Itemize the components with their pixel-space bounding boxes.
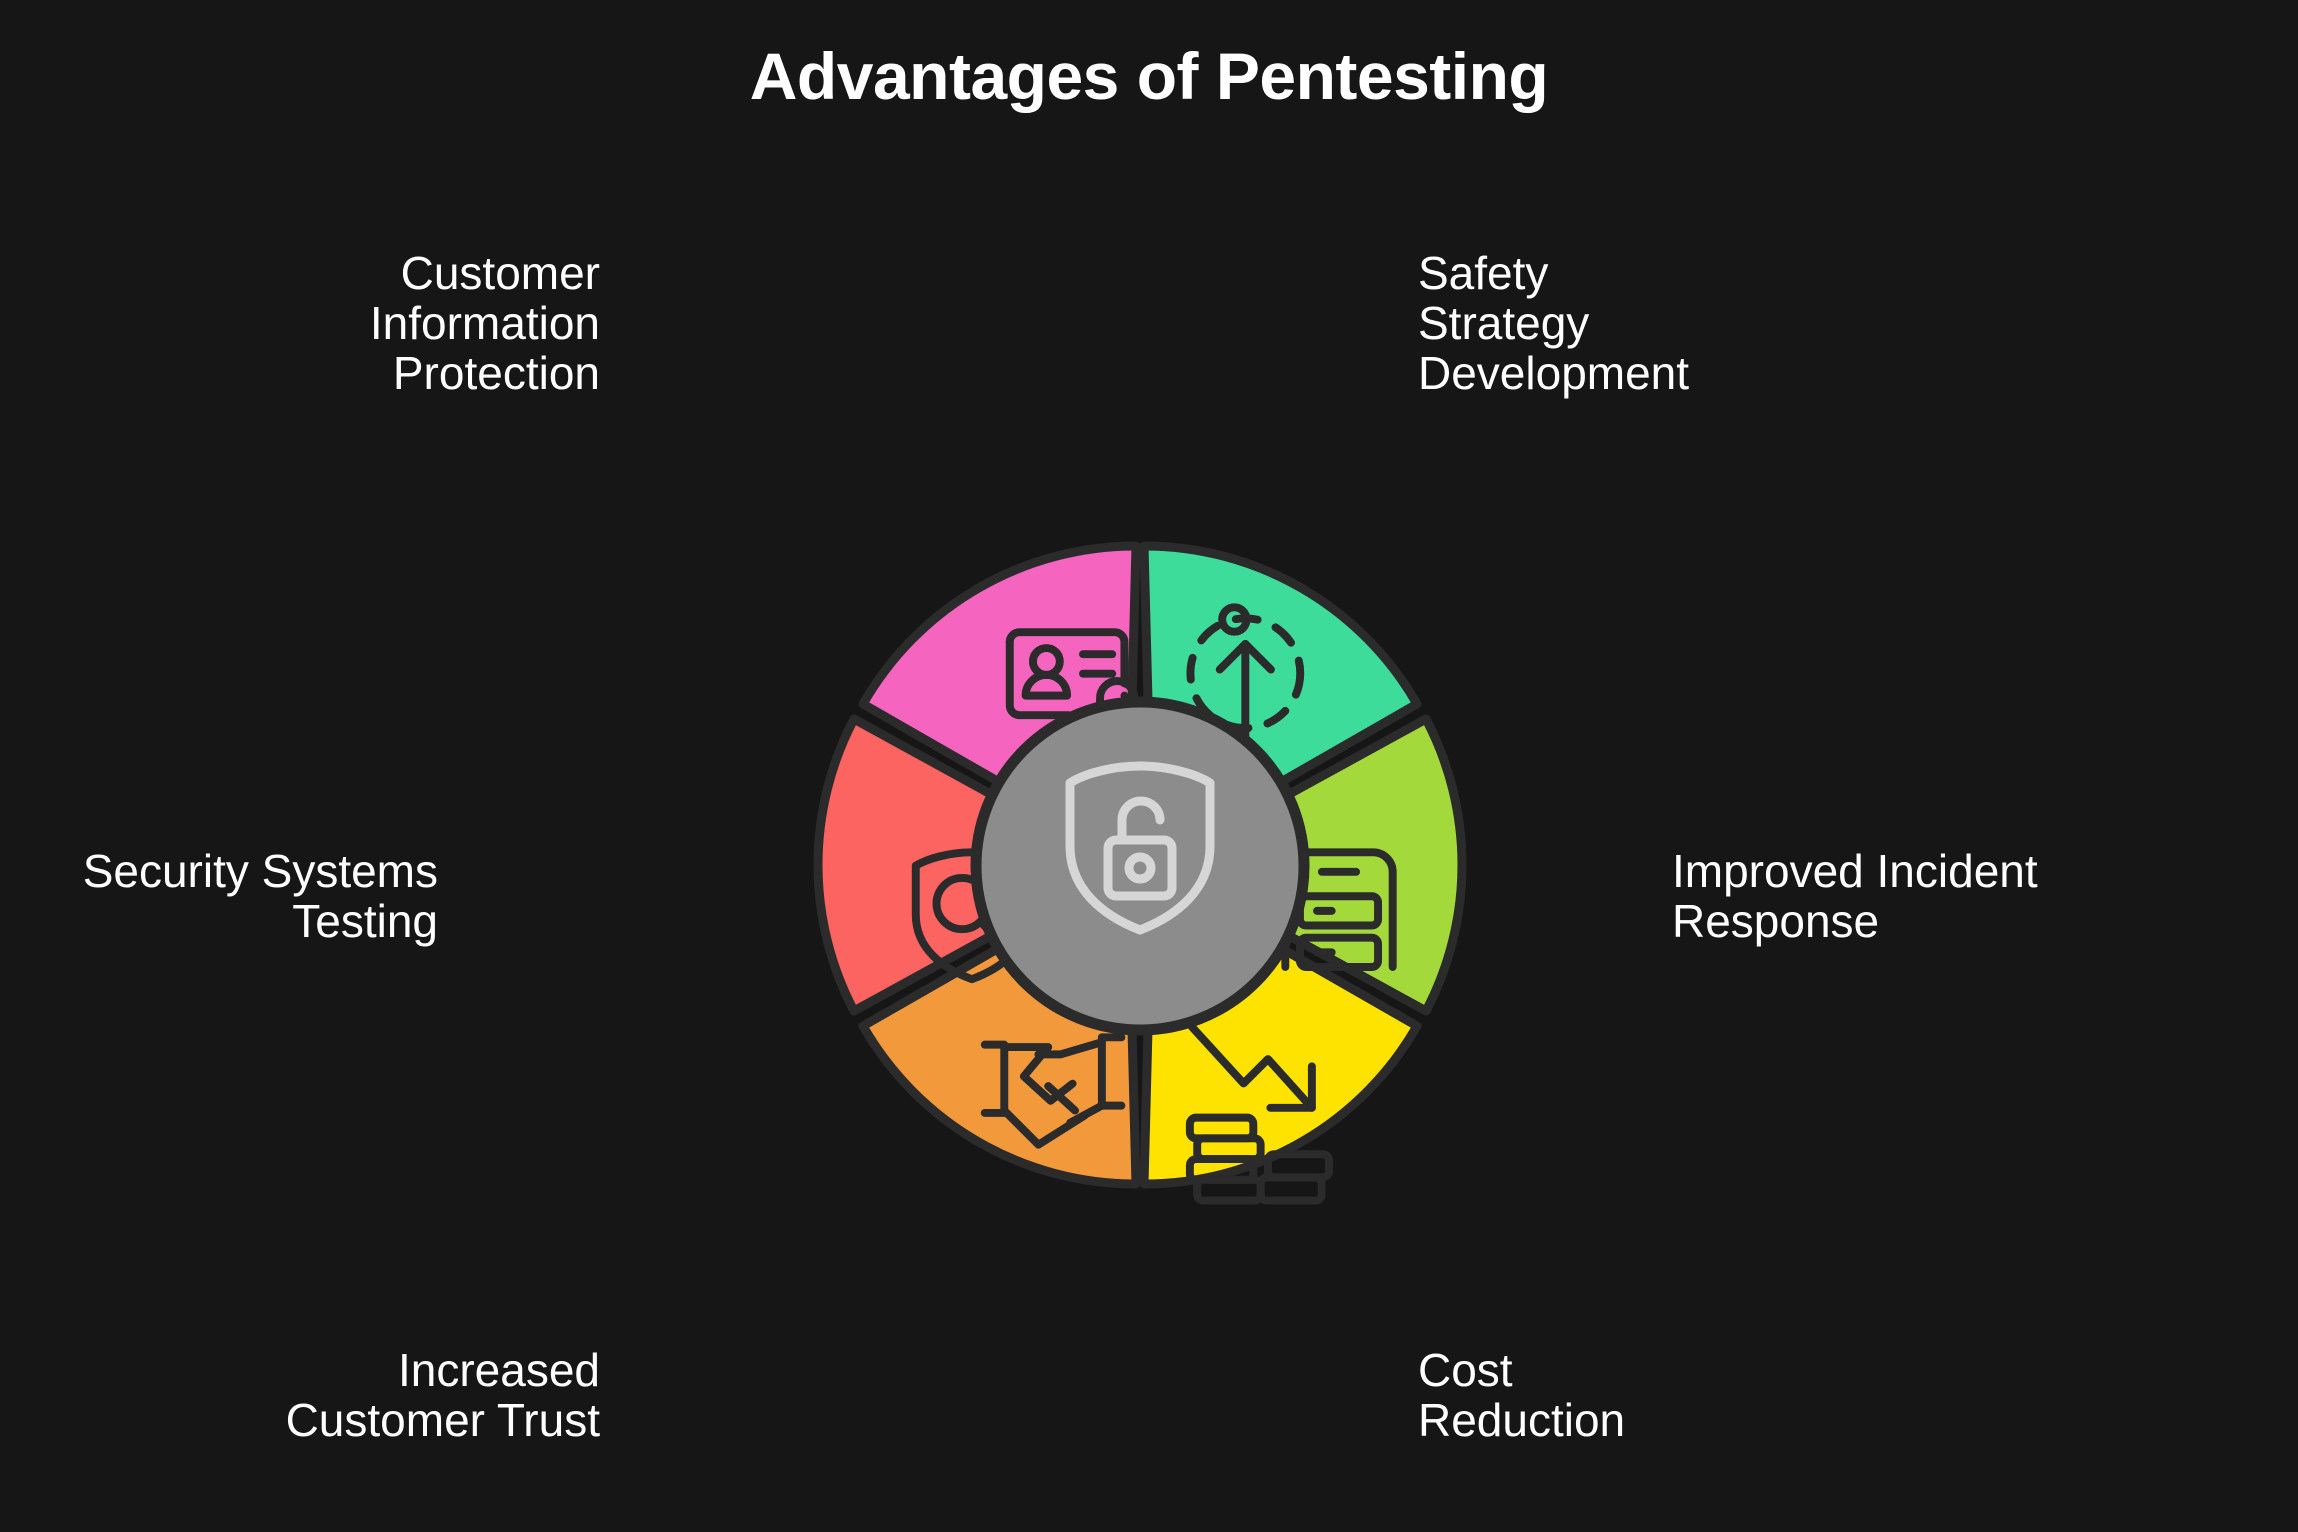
segment-label-customer-information-protection: Customer Information Protection <box>369 247 600 400</box>
pie-segment-security-systems-testing[interactable] <box>813 714 1125 1016</box>
handshake-icon <box>980 1033 1126 1149</box>
segment-label-safety-strategy-development: Safety Strategy Development <box>1418 247 1690 400</box>
pie-wheel <box>590 300 1690 1430</box>
segment-label-cost-reduction: Cost Reduction <box>1418 1344 1626 1447</box>
page-title: Advantages of Pentesting <box>749 39 1549 113</box>
segment-label-security-systems-testing: Security Systems Testing <box>82 845 438 948</box>
declining-cost-coins-icon <box>1185 1023 1333 1205</box>
center-hub[interactable] <box>970 696 1310 1036</box>
growth-arrow-target-icon <box>1186 603 1305 741</box>
segment-label-improved-incident-response: Improved Incident Response <box>1672 845 2038 948</box>
pie-segment-improved-incident-response[interactable] <box>1155 714 1467 1016</box>
shield-unlocked-padlock-icon <box>1065 761 1215 935</box>
segment-label-increased-customer-trust: Increased Customer Trust <box>285 1344 600 1447</box>
